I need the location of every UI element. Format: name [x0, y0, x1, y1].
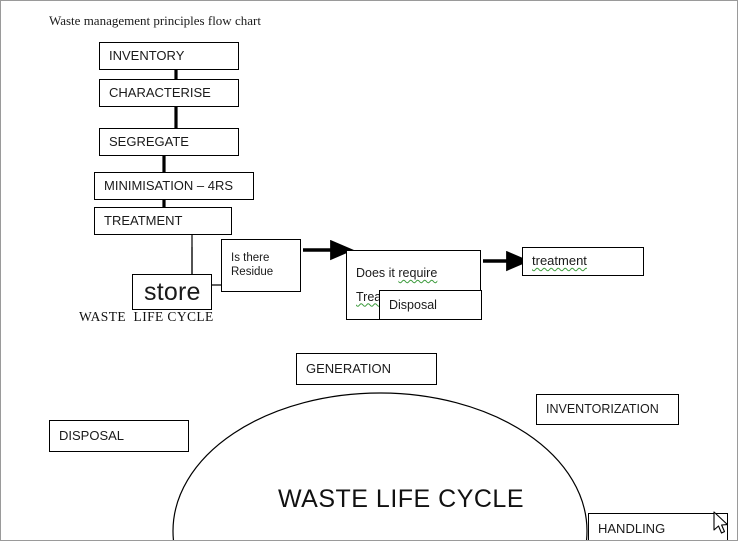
node-store[interactable]: store: [132, 274, 212, 310]
node-disposal[interactable]: DISPOSAL: [49, 420, 189, 452]
node-characterise-label: CHARACTERISE: [109, 84, 211, 100]
waste-life-cycle-section-label: WASTE LIFE CYCLE: [79, 309, 214, 324]
node-treatment-output-label: treatment: [532, 253, 587, 269]
node-residue-label-line1: Is there: [231, 252, 270, 265]
node-treatment-label: TREATMENT: [104, 212, 183, 228]
node-segregate[interactable]: SEGREGATE: [99, 128, 239, 156]
node-inventorization-label: INVENTORIZATION: [546, 402, 659, 417]
waste-life-cycle-ellipse: [172, 392, 588, 540]
node-is-there-residue[interactable]: Is there Residue: [221, 239, 301, 292]
node-characterise[interactable]: CHARACTERISE: [99, 79, 239, 107]
node-disposal-small[interactable]: Disposal: [379, 290, 482, 320]
node-treatment-output[interactable]: treatment: [522, 247, 644, 276]
node-minimisation[interactable]: MINIMISATION – 4RS: [94, 172, 254, 200]
node-disposal-small-label: Disposal: [389, 297, 437, 312]
chart-title: Waste management principles flow chart: [49, 13, 261, 28]
node-minimisation-label: MINIMISATION – 4RS: [104, 177, 234, 193]
node-inventory-label: INVENTORY: [109, 47, 185, 63]
node-require-label-line1: Does it require: [356, 266, 438, 281]
node-treatment[interactable]: TREATMENT: [94, 207, 232, 235]
node-handling-label: HANDLING: [598, 520, 666, 536]
waste-life-cycle-center-label: WASTE LIFE CYCLE: [278, 485, 525, 513]
node-segregate-label: SEGREGATE: [109, 133, 189, 149]
node-handling[interactable]: HANDLING: [588, 513, 728, 540]
node-inventorization[interactable]: INVENTORIZATION: [536, 394, 679, 425]
node-disposal-label: DISPOSAL: [59, 427, 125, 443]
node-inventory[interactable]: INVENTORY: [99, 42, 239, 70]
node-generation-label: GENERATION: [306, 360, 391, 376]
node-residue-label-line2: Residue: [231, 265, 274, 278]
node-store-label: store: [144, 277, 201, 306]
node-generation[interactable]: GENERATION: [296, 353, 437, 385]
